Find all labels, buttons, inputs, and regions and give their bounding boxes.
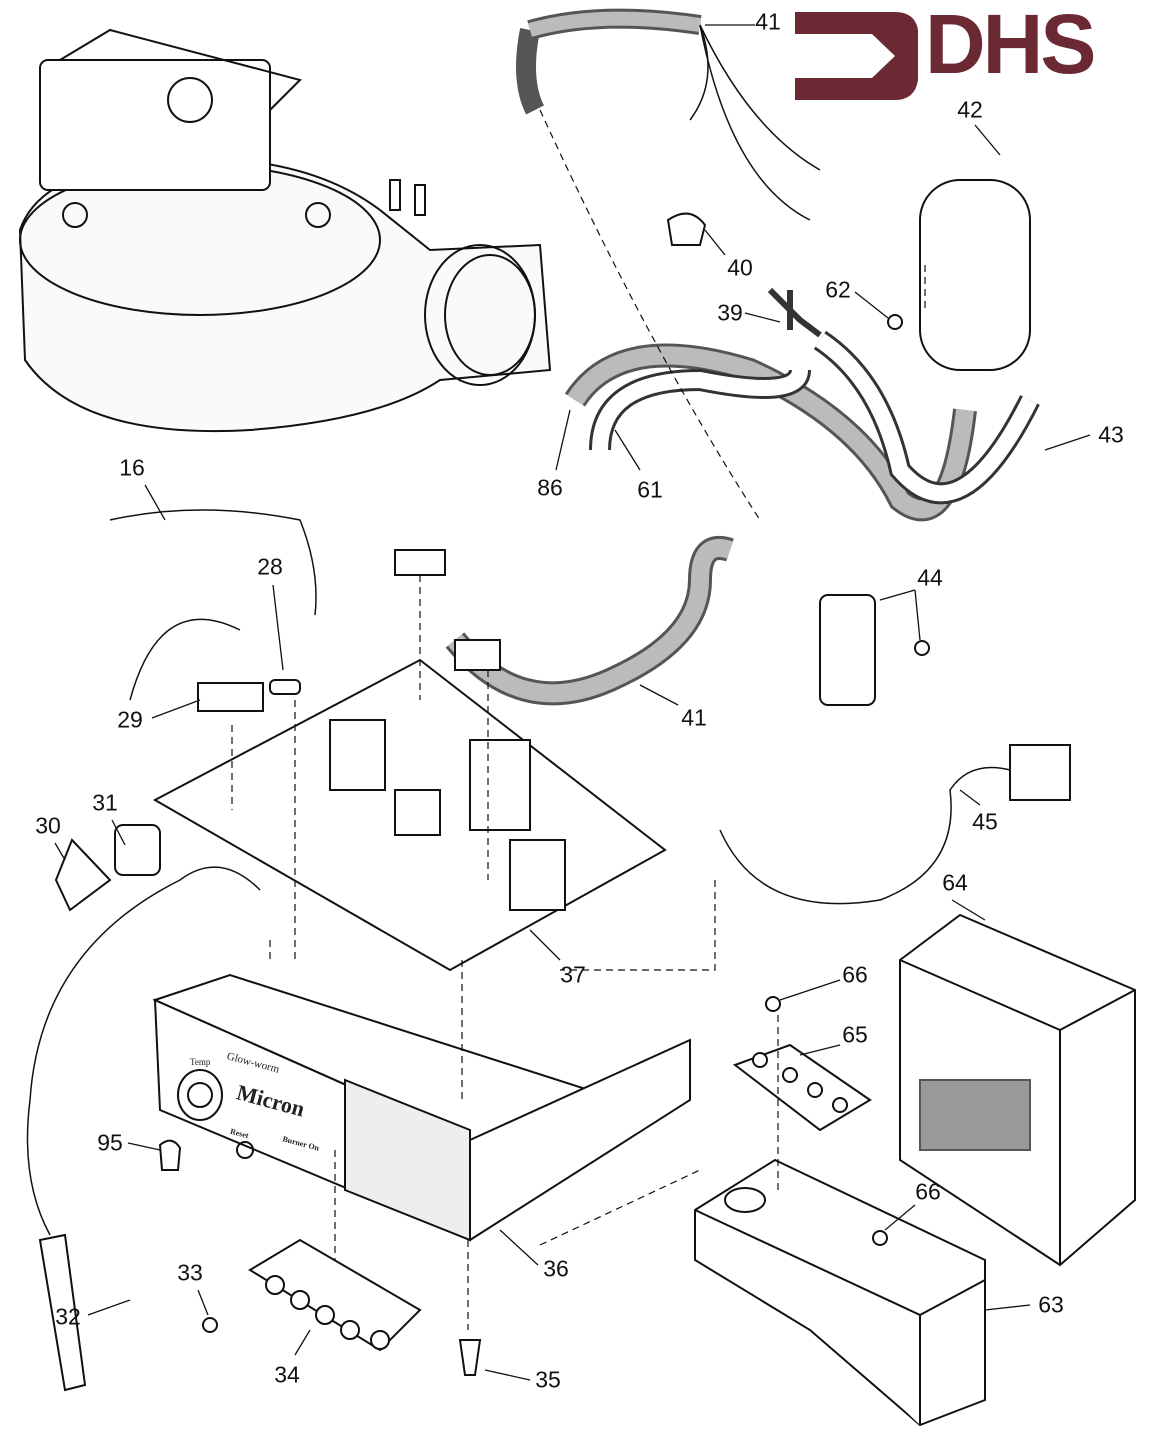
assembly-guide-lines bbox=[231, 109, 926, 1330]
part-label-31: 31 bbox=[92, 789, 118, 816]
part-label-41: 41 bbox=[755, 8, 781, 35]
part-label-45: 45 bbox=[972, 808, 998, 835]
cover-63 bbox=[694, 1158, 986, 1427]
part-label-66: 66 bbox=[842, 961, 868, 988]
part-label-65: 65 bbox=[842, 1021, 868, 1048]
part-label-37: 37 bbox=[560, 961, 586, 988]
part-label-61: 61 bbox=[637, 476, 663, 503]
part-label-28: 28 bbox=[257, 553, 283, 580]
leader-lines bbox=[54, 24, 1091, 1381]
part-label-29: 29 bbox=[117, 706, 143, 733]
solenoid-connector bbox=[1009, 744, 1071, 801]
control-box-chassis bbox=[152, 973, 691, 1242]
part-label-66-lower: 66 bbox=[915, 1178, 941, 1205]
pressure-switch bbox=[919, 179, 1031, 371]
part-label-95: 95 bbox=[97, 1129, 123, 1156]
part-label-32: 32 bbox=[55, 1303, 81, 1330]
dhs-logo: DHS bbox=[925, 0, 1096, 91]
part-label-33: 33 bbox=[177, 1259, 203, 1286]
switch-44 bbox=[819, 594, 876, 706]
blower-fan bbox=[18, 28, 552, 433]
terminal-block-65 bbox=[732, 1043, 872, 1132]
part-label-42: 42 bbox=[957, 96, 983, 123]
part-label-44: 44 bbox=[917, 564, 943, 591]
sensor-probe bbox=[38, 1233, 87, 1392]
part-label-34: 34 bbox=[274, 1361, 300, 1388]
wires bbox=[26, 24, 1011, 1236]
arrow-right-icon bbox=[795, 12, 918, 100]
terminal-block-34 bbox=[248, 1238, 422, 1352]
cover-64 bbox=[899, 913, 1136, 1267]
part-label-16: 16 bbox=[119, 454, 145, 481]
part-label-30: 30 bbox=[35, 812, 61, 839]
part-label-39: 39 bbox=[717, 299, 743, 326]
part-label-62: 62 bbox=[825, 276, 851, 303]
part-label-41-lower: 41 bbox=[681, 704, 707, 731]
part-label-64: 64 bbox=[942, 869, 968, 896]
temp-label: Temp bbox=[190, 1057, 211, 1067]
hoses bbox=[445, 8, 1040, 706]
part-label-43: 43 bbox=[1098, 421, 1124, 448]
part-label-36: 36 bbox=[543, 1255, 569, 1282]
part-label-63: 63 bbox=[1038, 1291, 1064, 1318]
part-label-35: 35 bbox=[535, 1366, 561, 1393]
part-label-86: 86 bbox=[537, 474, 563, 501]
part-label-40: 40 bbox=[727, 254, 753, 281]
